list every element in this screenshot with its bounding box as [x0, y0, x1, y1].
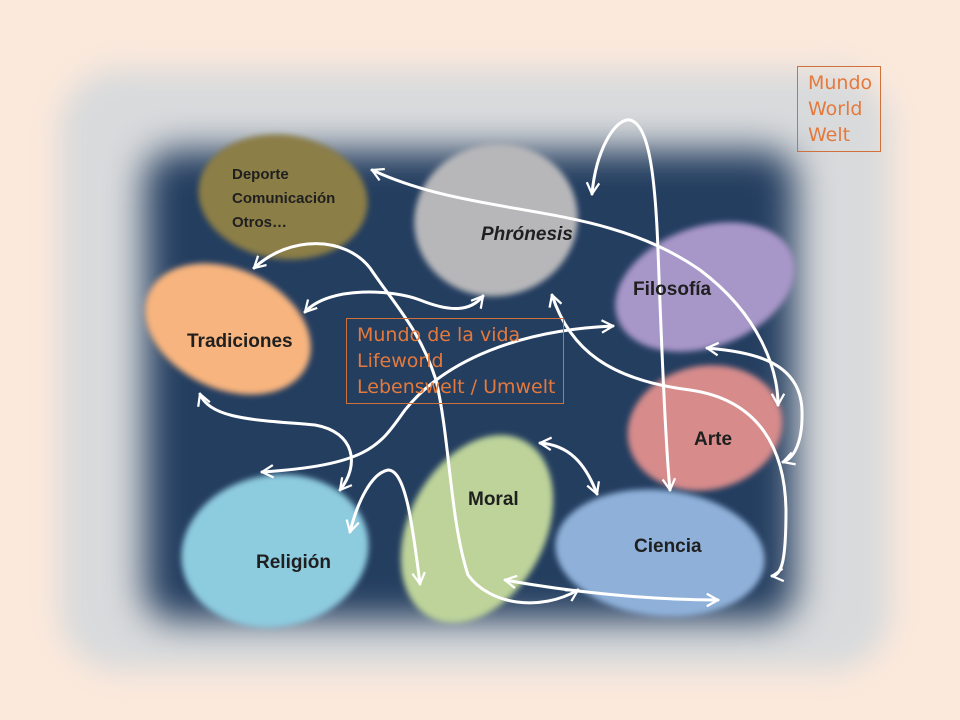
label-otros-line-1: Deporte — [232, 166, 289, 183]
world-line-3: Welt — [808, 124, 851, 146]
arrows — [197, 118, 804, 608]
ellipse-religion — [181, 474, 369, 628]
label-otros-line-3: Otros… — [232, 214, 288, 231]
label-filosofia: Filosofía — [633, 279, 712, 300]
label-ciencia: Ciencia — [634, 536, 702, 557]
arrow-tradiciones-phronesis — [303, 290, 485, 314]
label-arte: Arte — [694, 429, 733, 450]
lifeworld-line-2: Lifeworld — [357, 350, 444, 372]
label-tradiciones: Tradiciones — [187, 331, 293, 352]
world-box: Mundo World Welt — [797, 66, 882, 152]
arrow-religion-moral — [345, 468, 426, 586]
ellipse-tradiciones — [145, 263, 311, 395]
arrow-tradiciones-religion — [197, 392, 353, 492]
arrow-moral-ciencia — [538, 436, 601, 496]
ellipse-arte — [627, 365, 783, 491]
lifeworld-line-3: Lebenswelt / Umwelt — [357, 376, 556, 398]
label-phronesis: Phrónesis — [481, 224, 573, 245]
label-moral: Moral — [468, 489, 519, 510]
lifeworld-box: Mundo de la vida Lifeworld Lebenswelt / … — [346, 318, 565, 404]
lifeworld-line-1: Mundo de la vida — [357, 324, 521, 346]
arrow-filosofia-arte — [705, 341, 804, 466]
world-line-1: Mundo — [808, 72, 873, 94]
ellipse-otros — [198, 134, 368, 260]
label-otros: Deporte Comunicación Otros… — [232, 163, 335, 235]
arrow-moral-ciencia-bottom — [503, 574, 720, 608]
label-religion: Religión — [256, 552, 331, 573]
ellipse-phronesis — [414, 143, 578, 297]
world-line-2: World — [808, 98, 863, 120]
label-otros-line-2: Comunicación — [232, 190, 336, 207]
